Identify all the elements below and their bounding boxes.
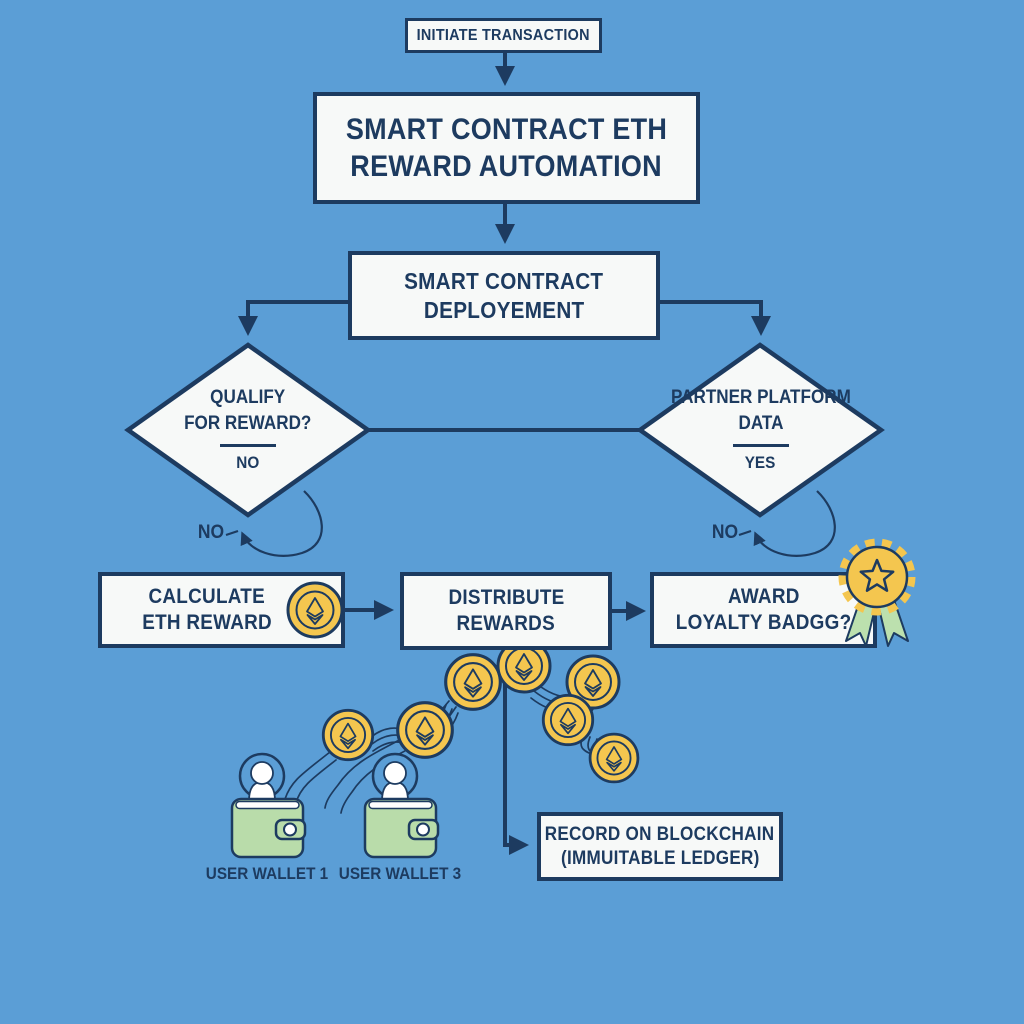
qualify-line1: QUALIFY [210,387,286,409]
record-line1: RECORD ON BLOCKCHAIN [545,823,775,845]
user-wallet-1 [230,752,307,859]
main-title-box: SMART CONTRACT ETH REWARD AUTOMATION [313,92,700,204]
eth-flow-lines [284,683,617,814]
qualify-answer: NO [236,452,260,472]
partner-decision-text: PARTNER PLATFORM DATA YES [640,350,881,510]
record-line2: (IMMUITABLE LEDGER) [560,847,760,869]
qualify-line2: FOR REWARD? [184,413,312,435]
qualify-decision-text: QUALIFY FOR REWARD? NO [128,350,368,510]
wallet2-label: USER WALLET 3 [338,864,462,883]
initiate-transaction-label: INITIATE TRANSACTION [416,26,591,44]
partner-answer: YES [745,452,776,472]
main-title-line1: SMART CONTRACT ETH [345,112,668,146]
record-blockchain-box: RECORD ON BLOCKCHAIN (IMMUITABLE LEDGER) [537,812,783,881]
deployment-line1: SMART CONTRACT [404,267,604,294]
distribute-rewards-box: DISTRIBUTE REWARDS [400,572,612,650]
calculate-reward-box: CALCULATE ETH REWARD [98,572,345,648]
award-line1: AWARD [727,584,800,608]
deployment-line2: DEPLOYEMENT [423,296,585,323]
deployment-box: SMART CONTRACT DEPLOYEMENT [348,251,660,340]
no-label-left: NO [197,522,225,543]
partner-line1: PARTNER PLATFORM [670,387,851,409]
no-label-right: NO [711,522,739,543]
initiate-transaction-box: INITIATE TRANSACTION [405,18,602,53]
partner-line2: DATA [738,413,783,435]
wallet1-label: USER WALLET 1 [205,864,329,883]
calculate-line2: ETH REWARD [142,611,272,634]
arrow-distribute-to-record [503,650,529,855]
partner-divider [732,443,789,447]
distribute-line2: REWARDS [456,612,556,635]
award-line2: LOYALTY BADGG? [675,611,852,634]
arrow-deployment-to-partner [659,300,771,336]
distribute-line1: DISTRIBUTE [447,585,565,609]
calculate-line1: CALCULATE [148,584,266,608]
eth-coin-cluster [321,638,640,784]
main-title-line2: REWARD AUTOMATION [350,150,663,183]
arrow-deployment-to-qualify [238,300,350,336]
user-wallet-2 [363,752,440,859]
qualify-divider [220,443,276,447]
award-badge-box: AWARD LOYALTY BADGG? [650,572,877,648]
